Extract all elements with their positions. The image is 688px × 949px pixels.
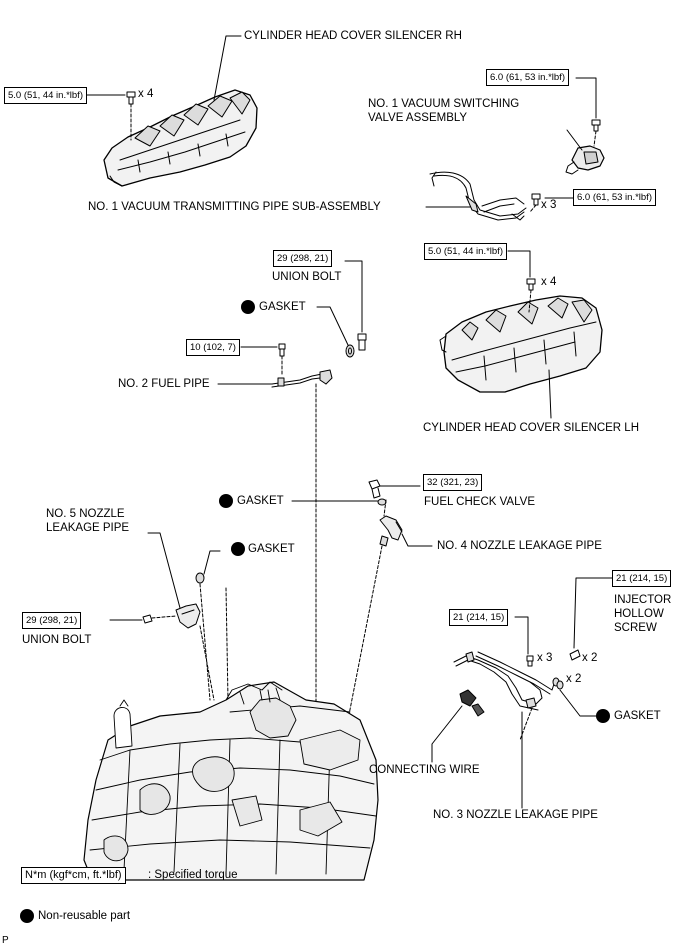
qty-screws-x2: x 2 [582, 652, 598, 664]
torque-vsv-bolt: 6.0 (61, 53 in.*lbf) [573, 189, 656, 206]
legend-nonreusable-desc: Non-reusable part [38, 910, 131, 922]
torque-union-bolt-left: 29 (298, 21) [22, 612, 82, 629]
nonreusable-mark-gasket-top [241, 300, 255, 314]
torque-fuel-pipe-bolt: 10 (102, 7) [186, 339, 240, 356]
union-bolt-left [142, 614, 153, 624]
nonreusable-mark-gasket-right [596, 709, 610, 723]
lh-bolt [526, 278, 536, 291]
qty-rh-bolts: x 4 [138, 88, 154, 100]
torque-lh-bolt: 5.0 (51, 44 in.*lbf) [424, 243, 507, 260]
label-fuel-check-valve: FUEL CHECK VALVE [424, 496, 535, 508]
legend-torque-desc: : Specified torque [148, 869, 238, 881]
qty-lh-bolts: x 4 [541, 276, 557, 288]
vsv-part [565, 145, 605, 175]
vacuum-pipe-bolt [531, 193, 541, 206]
label-vacuum-pipe: NO. 1 VACUUM TRANSMITTING PIPE SUB-ASSEM… [88, 201, 381, 213]
label-gasket-mid: GASKET [237, 495, 284, 507]
footer-code: P [2, 935, 9, 946]
nozzle-pipe-4-part [379, 515, 403, 547]
nozzle-pipe-3-part [453, 651, 557, 711]
qty-gaskets-x2: x 2 [566, 673, 582, 685]
torque-injector-screw: 21 (214, 15) [612, 570, 672, 587]
label-union-bolt-top: UNION BOLT [272, 271, 342, 283]
label-silencer-lh: CYLINDER HEAD COVER SILENCER LH [423, 422, 639, 434]
union-bolt-top [357, 333, 367, 351]
vsv-top-bolt [591, 119, 601, 132]
label-vsv: NO. 1 VACUUM SWITCHING VALVE ASSEMBLY [368, 98, 520, 124]
label-silencer-rh: CYLINDER HEAD COVER SILENCER RH [244, 30, 462, 42]
label-nozzle-pipe-3: NO. 3 NOZZLE LEAKAGE PIPE [433, 809, 598, 821]
silencer-rh-part [103, 89, 258, 187]
legend-nonreusable-dot [20, 909, 34, 923]
torque-union-bolt-top: 29 (298, 21) [273, 250, 333, 267]
nozzle-3-bolts [526, 655, 534, 667]
label-gasket-left: GASKET [248, 543, 295, 555]
nonreusable-mark-gasket-left [231, 542, 245, 556]
vacuum-pipe-part [429, 171, 527, 221]
silencer-lh-part [439, 295, 603, 393]
legend-torque-unit-box: N*m (kgf*cm, ft.*lbf) [21, 867, 126, 884]
label-gasket-right: GASKET [614, 710, 661, 722]
injector-screw-part [569, 649, 581, 661]
fuel-pipe-bolt [278, 343, 286, 357]
label-nozzle-pipe-4: NO. 4 NOZZLE LEAKAGE PIPE [437, 540, 602, 552]
label-injector-screw: INJECTOR HOLLOW SCREW [614, 594, 672, 634]
label-connecting-wire: CONNECTING WIRE [369, 764, 480, 776]
fuel-pipe-2-part [271, 369, 333, 388]
qty-vsv-bolts: x 3 [541, 199, 557, 211]
rh-bolt [126, 91, 136, 105]
gasket-top-part [345, 344, 355, 358]
gasket-right-part [552, 677, 564, 690]
torque-fuel-check-valve: 32 (321, 23) [423, 474, 483, 491]
qty-screws-x3: x 3 [537, 652, 553, 664]
nozzle-pipe-5-part [175, 603, 201, 629]
gasket-mid-part [377, 498, 387, 506]
nonreusable-mark-gasket-mid [219, 494, 233, 508]
label-gasket-top: GASKET [259, 301, 306, 313]
fuel-check-valve-part [368, 479, 381, 499]
gasket-left-part [195, 572, 205, 584]
label-union-bolt-left: UNION BOLT [22, 634, 92, 646]
torque-rh-bolt: 5.0 (51, 44 in.*lbf) [4, 87, 87, 104]
engine-part [83, 681, 379, 881]
torque-vsv-top: 6.0 (61, 53 in.*lbf) [486, 69, 569, 86]
label-fuel-pipe-2: NO. 2 FUEL PIPE [118, 378, 210, 390]
label-nozzle-pipe-5: NO. 5 NOZZLE LEAKAGE PIPE [46, 508, 130, 534]
torque-nozzle-3-bolt: 21 (214, 15) [449, 609, 509, 626]
connecting-wire-part [459, 689, 485, 717]
